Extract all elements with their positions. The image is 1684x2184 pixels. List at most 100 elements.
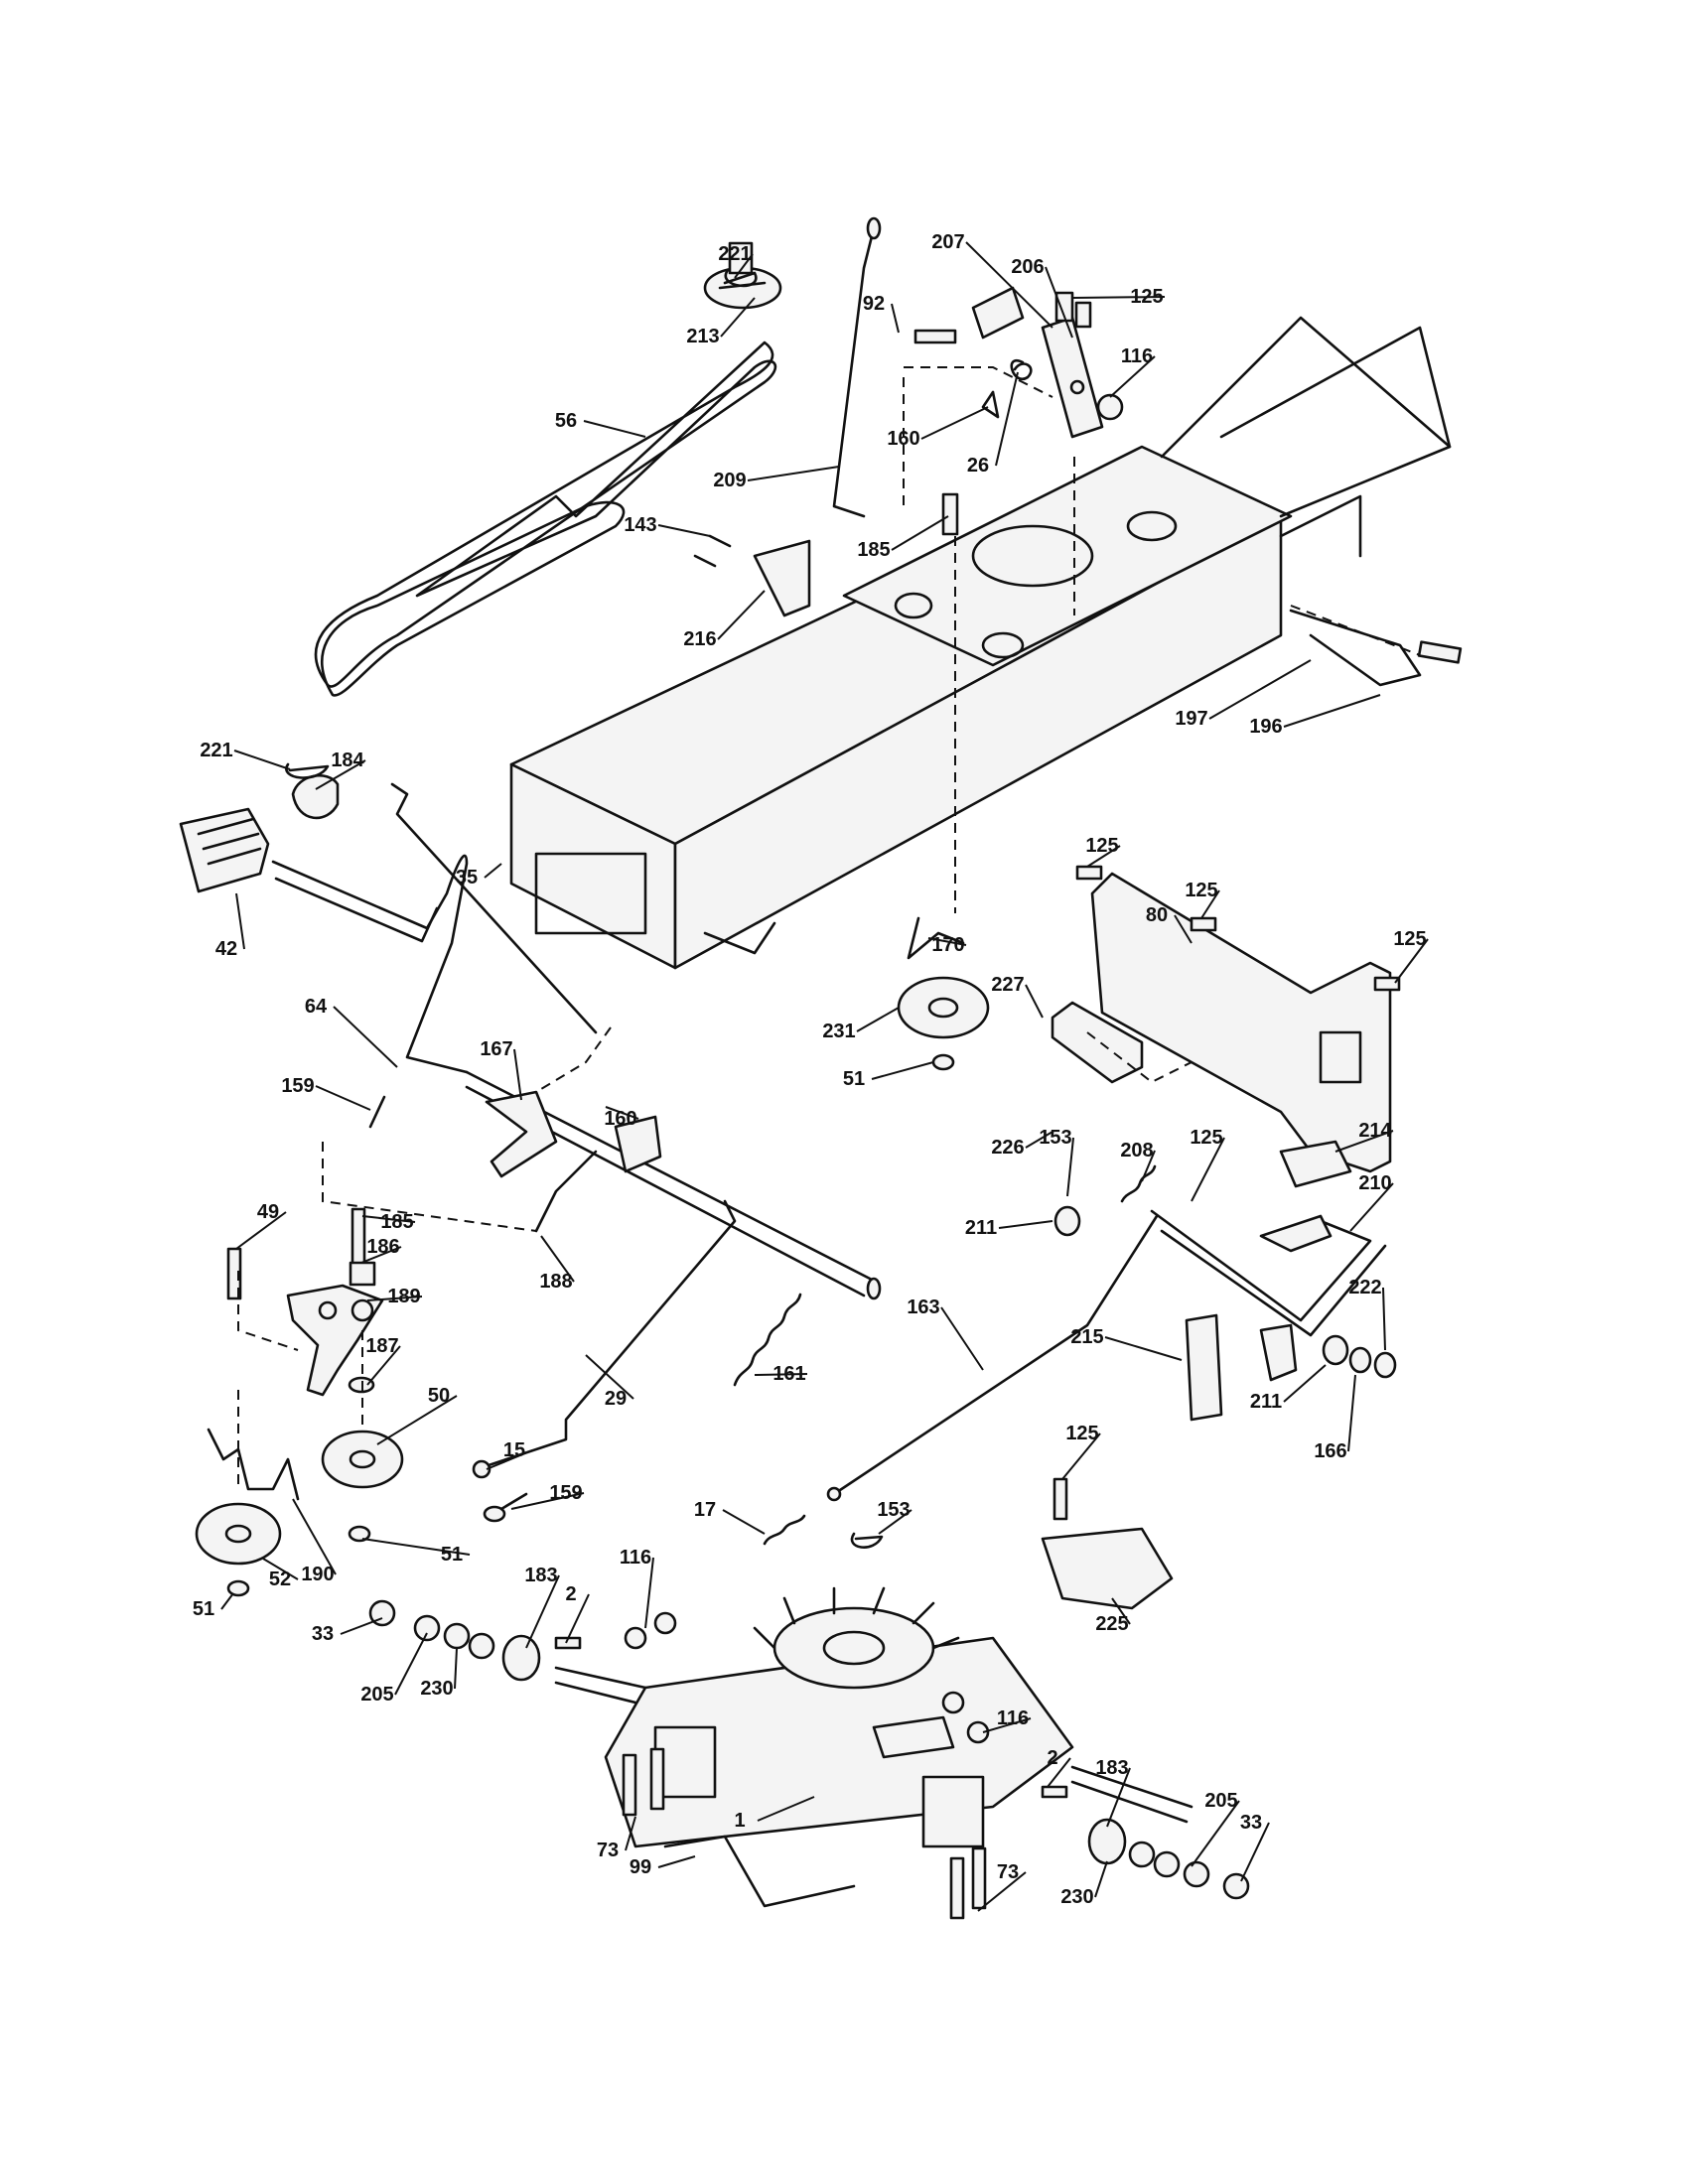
- callout-leader: [1200, 889, 1220, 919]
- part-callout: 33: [312, 1623, 334, 1645]
- callout-leader: [1086, 845, 1121, 868]
- part-callout: 116: [620, 1547, 651, 1569]
- callout-leader: [1283, 1364, 1327, 1403]
- part-callout: 185: [380, 1211, 413, 1233]
- part-callout: 211: [1250, 1391, 1282, 1413]
- spring-208: [1120, 1164, 1157, 1203]
- part-callout: 216: [683, 628, 716, 650]
- callout-leader: [1104, 1336, 1183, 1361]
- bracket-225: [1041, 1477, 1174, 1610]
- callouts: 2212135692207206125116160262091431852161…: [193, 231, 1429, 1912]
- pedal-cover-215: [1185, 1313, 1223, 1422]
- callout-leader: [315, 1085, 371, 1111]
- callout-leader: [1109, 355, 1156, 398]
- shift-lever-bracket: [971, 286, 1025, 340]
- spring-190: [207, 1428, 300, 1501]
- part-callout: 183: [1095, 1757, 1128, 1779]
- part-callout: 230: [420, 1678, 453, 1700]
- callout-leader: [510, 1492, 585, 1510]
- bolts-73: [622, 1747, 987, 1920]
- callout-leader: [747, 466, 840, 481]
- callout-leader: [977, 1871, 1027, 1912]
- callout-leader: [361, 1538, 471, 1556]
- part-callout: 225: [1095, 1613, 1128, 1635]
- idler-bracket-189: [286, 1284, 384, 1397]
- part-callout: 26: [967, 455, 989, 477]
- callout-leader: [871, 1061, 934, 1080]
- part-callout: 222: [1348, 1277, 1381, 1298]
- callout-leader: [982, 1717, 1032, 1733]
- callout-leader: [484, 863, 502, 879]
- part-callout: 125: [1393, 928, 1426, 950]
- rod-35: [390, 782, 598, 1034]
- part-callout: 51: [441, 1544, 463, 1566]
- part-callout: 159: [549, 1482, 582, 1504]
- part-callout: 125: [1065, 1423, 1098, 1444]
- part-callout: 51: [843, 1068, 865, 1090]
- callout-leader: [486, 1449, 533, 1470]
- part-callout: 35: [456, 867, 478, 888]
- callout-leader: [940, 1306, 984, 1371]
- callout-leader: [1208, 659, 1312, 720]
- callout-leader: [1071, 296, 1166, 299]
- part-callout: 49: [257, 1201, 279, 1223]
- callout-leader: [722, 1509, 766, 1535]
- callout-leader: [920, 406, 989, 440]
- callout-leader: [927, 937, 967, 946]
- part-callout: 50: [428, 1385, 450, 1407]
- hub-right: [1041, 1785, 1250, 1900]
- callout-leader: [366, 1345, 401, 1386]
- part-callout: 125: [1185, 880, 1217, 901]
- frame: [509, 316, 1452, 970]
- part-callout: 186: [366, 1236, 399, 1258]
- part-callout: 1: [734, 1810, 745, 1832]
- part-callout: 29: [605, 1388, 627, 1410]
- callout-leader: [1382, 1287, 1386, 1351]
- part-callout: 188: [539, 1271, 572, 1293]
- callout-leader: [1025, 984, 1044, 1019]
- callout-leader: [583, 420, 646, 438]
- part-callout: 73: [997, 1861, 1019, 1883]
- callout-leader: [1111, 1597, 1131, 1625]
- clip-160-top: [981, 390, 1000, 419]
- callout-leader: [513, 1048, 522, 1101]
- callout-leader: [1191, 1137, 1225, 1202]
- callout-leader: [734, 253, 754, 279]
- part-callout: 159: [281, 1075, 314, 1097]
- part-callout: 99: [630, 1856, 651, 1878]
- part-callout: 160: [604, 1108, 636, 1130]
- callout-leader: [757, 1796, 815, 1822]
- part-callout: 230: [1060, 1886, 1093, 1908]
- idler-pulley-231: [897, 916, 990, 1071]
- part-callout: 209: [713, 470, 746, 491]
- clip-153-lower: [850, 1532, 884, 1549]
- mount-bracket-80: [1051, 865, 1401, 1173]
- callout-leader: [657, 524, 711, 537]
- part-callout: 214: [1358, 1120, 1392, 1142]
- callout-leader: [998, 1220, 1053, 1229]
- callout-leader: [1174, 914, 1193, 944]
- callout-leader: [1094, 1860, 1108, 1898]
- callout-leader: [366, 1296, 423, 1301]
- part-callout: 221: [200, 740, 232, 761]
- callout-leader: [720, 297, 756, 338]
- part-callout: 184: [331, 750, 364, 771]
- part-callout: 116: [997, 1707, 1029, 1729]
- callout-leader: [525, 1574, 560, 1649]
- part-callout: 211: [965, 1217, 997, 1239]
- part-callout: 183: [524, 1565, 557, 1586]
- callout-leader: [891, 515, 949, 551]
- callout-leader: [1334, 1130, 1394, 1153]
- part-callout: 189: [387, 1286, 420, 1307]
- callout-leader: [454, 1647, 458, 1690]
- cross-shaft: [465, 1070, 882, 1300]
- part-callout: 185: [857, 539, 890, 561]
- part-callout: 2: [565, 1583, 576, 1605]
- part-callout: 161: [772, 1363, 805, 1385]
- part-callout: 210: [1358, 1172, 1391, 1194]
- washers-right: [1053, 1205, 1397, 1379]
- link-rod-163: [826, 1214, 1159, 1502]
- part-callout: 197: [1175, 708, 1207, 730]
- part-callout: 166: [1314, 1440, 1346, 1462]
- part-callout: 196: [1249, 716, 1282, 738]
